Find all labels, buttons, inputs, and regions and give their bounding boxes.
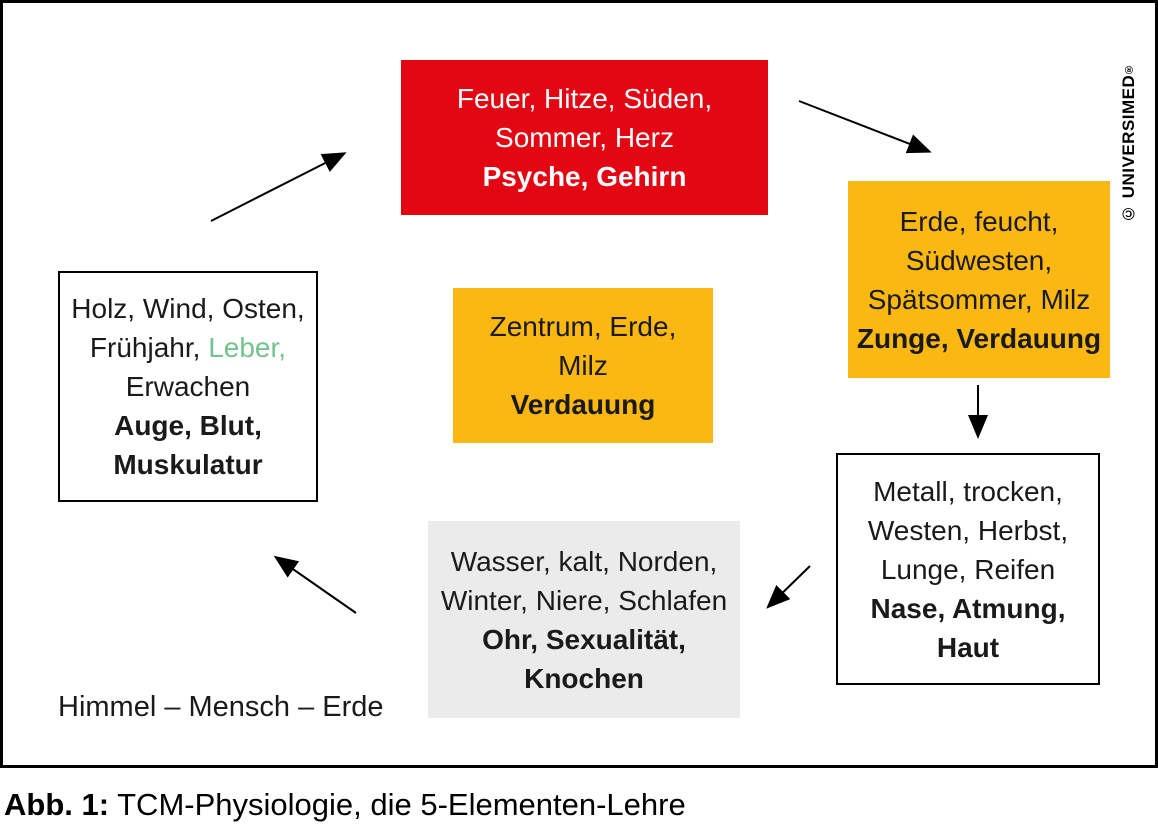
center-line: Zentrum, Erde, — [489, 311, 677, 342]
metal-element-box: Metall, trocken, Westen, Herbst, Lunge, … — [836, 453, 1100, 685]
heaven-man-earth-note: Himmel – Mensch – Erde — [58, 691, 384, 723]
fire-bold-line: Psyche, Gehirn — [482, 161, 687, 192]
water-line: Wasser, kalt, Norden, — [450, 545, 718, 577]
earth-line: Südwesten, — [905, 244, 1053, 276]
metal-bold-line: Haut — [936, 631, 1000, 663]
universimed-copyright: © UNIVERSIMED® — [1119, 13, 1139, 223]
earth-line: Erde, feucht, — [899, 205, 1059, 237]
copyright-text: © UNIVERSIMED — [1119, 74, 1138, 223]
arrow-water-to-wood — [273, 555, 357, 614]
center-element-box: Zentrum, Erde, Milz Verdauung — [453, 288, 713, 443]
metal-line: Metall, trocken, — [873, 475, 1063, 507]
metal-line: Westen, Herbst, — [867, 514, 1069, 546]
fire-line: Sommer, Herz — [495, 122, 674, 153]
figure-caption: Abb. 1: TCM-Physiologie, die 5-Elementen… — [4, 786, 686, 824]
arrow-fire-to-earth — [798, 100, 932, 154]
water-bold-line: Knochen — [524, 662, 644, 694]
earth-element-box: Erde, feucht, Südwesten, Spätsommer, Mil… — [848, 181, 1110, 378]
figure-caption-text: TCM-Physiologie, die 5-Elementen-Lehre — [117, 787, 686, 822]
wood-line-part: Frühjahr, — [89, 332, 201, 363]
wood-bold-line: Muskulatur — [113, 449, 263, 480]
fire-line: Feuer, Hitze, Süden, — [456, 83, 713, 114]
wood-line-green-part: Leber, — [208, 332, 287, 363]
wood-bold-line: Auge, Blut, — [114, 410, 262, 441]
wood-line: Frühjahr, Leber, — [60, 328, 316, 367]
metal-bold-line: Nase, Atmung, — [870, 592, 1066, 624]
wood-element-box: Holz, Wind, Osten, Frühjahr, Leber, Erwa… — [58, 271, 318, 502]
earth-bold-line: Zunge, Verdauung — [856, 322, 1102, 354]
center-bold-line: Verdauung — [510, 389, 656, 420]
wood-line: Holz, Wind, Osten, — [71, 293, 305, 324]
figure-caption-label: Abb. 1: — [4, 787, 110, 822]
metal-line: Lunge, Reifen — [880, 553, 1056, 585]
figure-frame: Feuer, Hitze, Süden, Sommer, Herz Psyche… — [0, 0, 1158, 768]
arrow-metal-to-water — [766, 565, 811, 609]
earth-line: Spätsommer, Milz — [867, 283, 1091, 315]
water-bold-line: Ohr, Sexualität, — [482, 623, 686, 655]
registered-trademark-symbol: ® — [1123, 62, 1135, 75]
fire-element-box: Feuer, Hitze, Süden, Sommer, Herz Psyche… — [401, 60, 768, 215]
center-line: Milz — [558, 350, 608, 381]
arrow-wood-to-fire — [210, 152, 347, 222]
water-line: Winter, Niere, Schlafen — [440, 584, 728, 616]
water-element-box: Wasser, kalt, Norden, Winter, Niere, Sch… — [428, 521, 740, 718]
wood-line: Erwachen — [125, 371, 251, 402]
